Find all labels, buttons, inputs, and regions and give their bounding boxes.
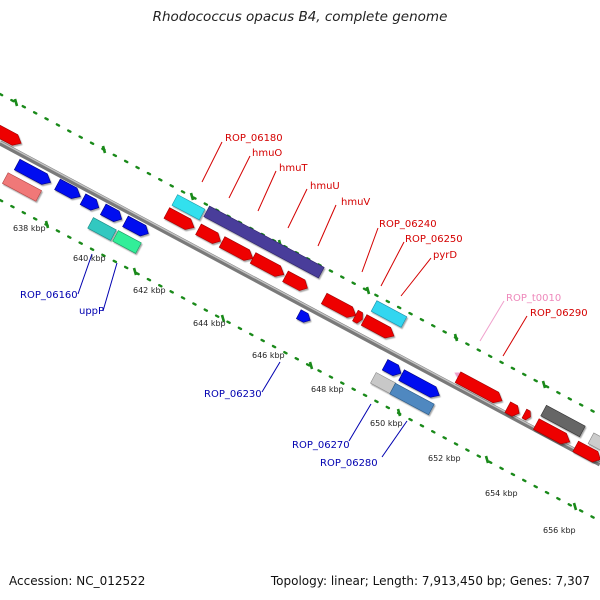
tick-labels: 638 kbp 640 kbp 642 kbp 644 kbp 646 kbp … [13, 224, 576, 535]
genes-red-strand[interactable] [163, 207, 600, 465]
gene-box-hmu-operon[interactable] [203, 205, 325, 279]
genes-reverse-strand[interactable] [2, 158, 152, 254]
gene-arrow[interactable] [99, 203, 124, 224]
gene-arrow[interactable] [0, 121, 24, 149]
gene-label-hmuo[interactable]: hmuO [252, 148, 282, 159]
gene-label-rop-06280[interactable]: ROP_06280 [320, 458, 378, 469]
dotted-track-upper [0, 92, 600, 417]
gene-labels-bottom[interactable]: ROP_06160 uppP ROP_06230 ROP_06270 ROP_0… [20, 290, 378, 469]
gene-arrow[interactable] [249, 252, 287, 280]
gene-label-rop-06270[interactable]: ROP_06270 [292, 440, 350, 451]
gene-label-hmuu[interactable]: hmuU [310, 181, 340, 192]
tick-label: 640 kbp [73, 254, 106, 263]
gene-box-rop-06250[interactable] [370, 300, 408, 328]
gene-arrow[interactable] [79, 193, 102, 213]
map-title: Rhodococcus opacus B4, complete genome [152, 9, 448, 25]
tick-label: 646 kbp [252, 351, 285, 360]
tick-label: 650 kbp [370, 419, 403, 428]
gene-label-rop-t0010[interactable]: ROP_t0010 [506, 293, 561, 304]
tick-label: 652 kbp [428, 454, 461, 463]
gene-arrow[interactable] [295, 309, 312, 325]
gene-arrow[interactable] [381, 359, 404, 378]
callout-lines-top [201, 141, 528, 357]
gene-label-rop-06230[interactable]: ROP_06230 [204, 389, 262, 400]
gene-box-rop-06280[interactable] [389, 382, 435, 416]
gene-box-pink[interactable] [2, 172, 42, 202]
gene-label-uppp[interactable]: uppP [79, 306, 104, 317]
gene-arrow[interactable] [454, 371, 505, 406]
tick-label: 648 kbp [311, 385, 344, 394]
gene-arrow[interactable] [13, 158, 53, 188]
dotted-track-lower [0, 198, 600, 523]
gene-label-hmuv[interactable]: hmuV [341, 197, 370, 208]
gene-arrow[interactable] [54, 178, 84, 202]
gene-arrow[interactable] [398, 369, 443, 401]
gene-box-rop-06180[interactable] [171, 194, 206, 221]
gene-arrow[interactable] [352, 309, 366, 324]
gene-arrow[interactable] [320, 292, 358, 321]
gene-arrow[interactable] [572, 440, 600, 465]
gene-box-gray[interactable] [540, 404, 586, 438]
genes-forward-strand[interactable] [0, 121, 600, 452]
gene-arrow[interactable] [521, 408, 533, 421]
gene-arrow[interactable] [218, 236, 256, 264]
tick-label: 644 kbp [193, 319, 226, 328]
gene-label-pyrd[interactable]: pyrD [433, 250, 457, 261]
tick-label: 654 kbp [485, 489, 518, 498]
gene-arrow[interactable] [163, 207, 197, 233]
gene-label-rop-06240[interactable]: ROP_06240 [379, 219, 437, 230]
gene-label-hmut[interactable]: hmuT [279, 163, 308, 174]
accession-text: Accession: NC_012522 [9, 574, 146, 588]
genome-summary-text: Topology: linear; Length: 7,913,450 bp; … [270, 574, 590, 588]
gene-arrow[interactable] [533, 418, 572, 448]
genes-lower-strand[interactable] [295, 309, 443, 416]
genome-backbone [0, 140, 600, 467]
tick-label: 638 kbp [13, 224, 46, 233]
gene-label-rop-06290[interactable]: ROP_06290 [530, 308, 588, 319]
gene-box-gray-light[interactable] [587, 432, 600, 452]
gene-arrow[interactable] [195, 223, 224, 246]
callout-lines-bottom [77, 253, 408, 458]
gene-box-uppp[interactable] [112, 230, 142, 254]
gene-label-rop-06250[interactable]: ROP_06250 [405, 234, 463, 245]
gene-arrow[interactable] [282, 270, 311, 293]
tick-label: 642 kbp [133, 286, 166, 295]
gene-arrow[interactable] [504, 401, 522, 419]
gene-label-rop-06180[interactable]: ROP_06180 [225, 133, 283, 144]
gene-arrow[interactable] [122, 215, 152, 239]
gene-arrow[interactable] [360, 314, 397, 342]
gene-labels-top[interactable]: ROP_06180 hmuO hmuT hmuU hmuV ROP_06240 … [225, 133, 588, 319]
gene-label-rop-06160[interactable]: ROP_06160 [20, 290, 78, 301]
gene-box-rop-06160[interactable] [87, 217, 117, 241]
tick-label: 656 kbp [543, 526, 576, 535]
